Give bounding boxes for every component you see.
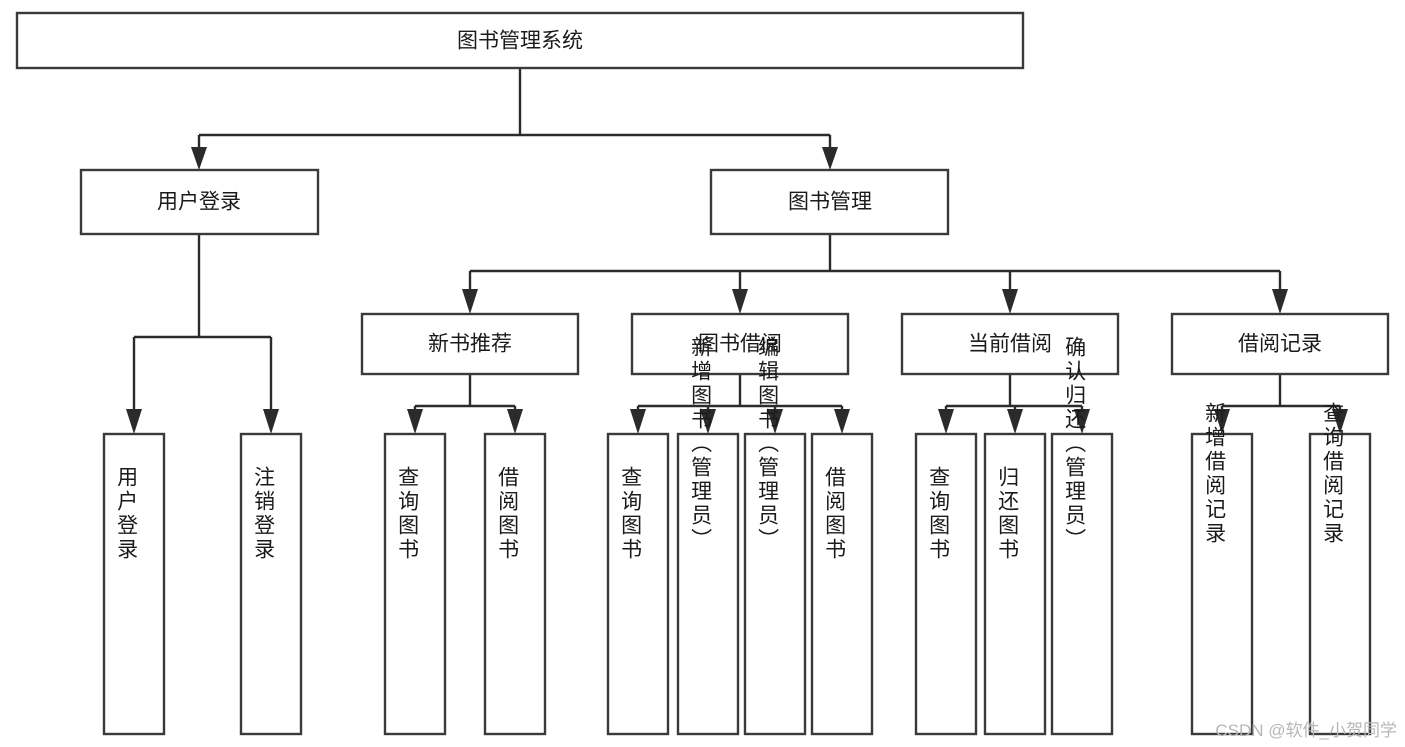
node-leaf-query-book-borrow[interactable]: 查询图书	[606, 432, 670, 736]
arrow-head-user-login	[191, 147, 207, 170]
arrow-head-leaf-borrow-book	[834, 409, 850, 434]
node-leaf-logout[interactable]: 注销登录	[239, 432, 303, 736]
node-leaf-return-book[interactable]: 归还图书	[983, 432, 1047, 736]
arrow-head-leaf-query-book-borrow	[630, 409, 646, 434]
node-leaf-user-login-label: 用户登录	[115, 466, 139, 562]
arrow-head-leaf-edit-book-admin	[767, 409, 783, 434]
node-leaf-query-book-current-box[interactable]	[914, 432, 978, 736]
node-user-login[interactable]: 用户登录	[79, 168, 320, 236]
node-leaf-add-book-admin-label: 新增图书（管理员）	[689, 336, 713, 552]
node-leaf-borrow-book-recommend-box[interactable]	[483, 432, 547, 736]
arrow-head-leaf-confirm-return-admin	[1074, 409, 1090, 434]
node-leaf-query-borrow-record[interactable]: 查询借阅记录	[1308, 402, 1372, 736]
node-leaf-confirm-return-admin-label: 确认归还（管理员）	[1063, 336, 1087, 552]
node-leaf-add-book-admin-box[interactable]	[676, 432, 740, 736]
node-book-borrow[interactable]: 图书借阅	[630, 312, 850, 376]
node-user-login-box[interactable]	[79, 168, 320, 236]
arrow-head-borrow-records	[1272, 289, 1288, 314]
node-current-borrow-label: 当前借阅	[968, 333, 1052, 356]
arrow-head-leaf-logout	[263, 409, 279, 434]
node-current-borrow-box[interactable]	[900, 312, 1120, 376]
node-root-label: 图书管理系统	[457, 30, 583, 53]
arrow-head-book-borrow	[732, 289, 748, 314]
node-new-book-recommend-label: 新书推荐	[428, 333, 512, 356]
node-leaf-logout-box[interactable]	[239, 432, 303, 736]
node-book-borrow-box[interactable]	[630, 312, 850, 376]
node-new-book-recommend-box[interactable]	[360, 312, 580, 376]
node-leaf-query-borrow-record-box[interactable]	[1308, 432, 1372, 736]
node-leaf-add-borrow-record-label: 新增借阅记录	[1203, 402, 1227, 546]
node-leaf-add-borrow-record-box[interactable]	[1190, 432, 1254, 736]
connector-layer	[126, 68, 1348, 434]
node-new-book-recommend[interactable]: 新书推荐	[360, 312, 580, 376]
node-leaf-edit-book-admin-label: 编辑图书（管理员）	[756, 336, 780, 552]
node-leaf-borrow-book[interactable]: 借阅图书	[810, 432, 874, 736]
node-current-borrow[interactable]: 当前借阅	[900, 312, 1120, 376]
node-leaf-user-login[interactable]: 用户登录	[102, 432, 166, 736]
arrow-head-leaf-query-borrow-record	[1332, 409, 1348, 434]
node-root[interactable]: 图书管理系统	[15, 11, 1025, 70]
node-leaf-query-book-current[interactable]: 查询图书	[914, 432, 978, 736]
arrow-head-new-book-recommend	[462, 289, 478, 314]
node-root-box[interactable]	[15, 11, 1025, 70]
node-leaf-confirm-return-admin-box[interactable]	[1050, 432, 1114, 736]
node-book-manage-label: 图书管理	[788, 191, 872, 214]
node-leaf-query-book-recommend-box[interactable]	[383, 432, 447, 736]
node-leaf-borrow-book-recommend-label: 借阅图书	[496, 466, 520, 562]
node-leaf-borrow-book-box[interactable]	[810, 432, 874, 736]
node-leaf-borrow-book-recommend[interactable]: 借阅图书	[483, 432, 547, 736]
node-user-login-label: 用户登录	[157, 191, 241, 214]
arrow-head-leaf-add-borrow-record	[1214, 409, 1230, 434]
node-borrow-records-box[interactable]	[1170, 312, 1390, 376]
node-leaf-add-borrow-record[interactable]: 新增借阅记录	[1190, 402, 1254, 736]
arrow-head-leaf-user-login	[126, 409, 142, 434]
node-leaf-confirm-return-admin[interactable]: 确认归还（管理员）	[1050, 336, 1114, 736]
arrow-head-leaf-add-book-admin	[700, 409, 716, 434]
arrow-head-leaf-return-book	[1007, 409, 1023, 434]
arrow-head-book-manage	[822, 147, 838, 170]
node-leaf-query-book-current-label: 查询图书	[927, 466, 951, 562]
node-leaf-query-book-borrow-box[interactable]	[606, 432, 670, 736]
arrow-head-leaf-query-book-recommend	[407, 409, 423, 434]
node-leaf-query-borrow-record-label: 查询借阅记录	[1321, 402, 1345, 546]
arrow-head-current-borrow	[1002, 289, 1018, 314]
node-book-manage-box[interactable]	[709, 168, 950, 236]
node-leaf-return-book-box[interactable]	[983, 432, 1047, 736]
node-leaf-query-book-recommend[interactable]: 查询图书	[383, 432, 447, 736]
node-book-borrow-label: 图书借阅	[698, 333, 782, 356]
node-leaf-query-book-borrow-label: 查询图书	[619, 466, 643, 562]
node-borrow-records[interactable]: 借阅记录	[1170, 312, 1390, 376]
node-leaf-add-book-admin[interactable]: 新增图书（管理员）	[676, 336, 740, 736]
node-leaf-edit-book-admin-box[interactable]	[743, 432, 807, 736]
node-leaf-return-book-label: 归还图书	[996, 466, 1020, 562]
node-borrow-records-label: 借阅记录	[1238, 333, 1322, 356]
arrow-head-leaf-borrow-book-recommend	[507, 409, 523, 434]
csdn-watermark: CSDN @软件_小贺同学	[1215, 721, 1397, 740]
node-leaf-query-book-recommend-label: 查询图书	[396, 466, 420, 562]
node-leaf-borrow-book-label: 借阅图书	[823, 466, 847, 562]
arrow-head-leaf-query-book-current	[938, 409, 954, 434]
node-leaf-user-login-box[interactable]	[102, 432, 166, 736]
node-book-manage[interactable]: 图书管理	[709, 168, 950, 236]
node-leaf-logout-label: 注销登录	[252, 466, 276, 562]
node-leaf-edit-book-admin[interactable]: 编辑图书（管理员）	[743, 336, 807, 736]
